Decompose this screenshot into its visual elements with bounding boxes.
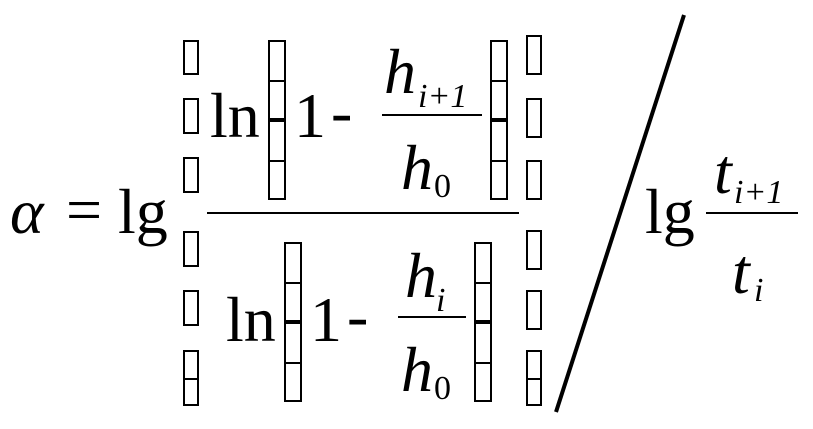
missing-glyph-box: [526, 230, 542, 270]
subscript-i-plus-1: i+1: [418, 78, 468, 115]
one-digit: 1: [310, 284, 342, 355]
ln-function: ln: [226, 284, 276, 355]
missing-glyph-box: [526, 290, 542, 330]
missing-glyph-box: [268, 120, 286, 200]
missing-glyph-box: [284, 242, 302, 322]
missing-glyph-box: [183, 98, 199, 134]
subscript-i: i: [754, 272, 764, 309]
subscript-i: i: [436, 282, 446, 319]
lg-function: lg: [118, 176, 168, 247]
minus-sign: -: [347, 280, 369, 351]
missing-glyph-box: [474, 242, 492, 322]
h-variable: h: [384, 36, 416, 107]
fraction-bar: [398, 316, 466, 318]
t-variable: t: [732, 236, 750, 307]
missing-glyph-box: [526, 35, 542, 75]
main-fraction-bar: [207, 212, 519, 214]
missing-glyph-box: [526, 350, 542, 406]
t-variable: t: [714, 136, 732, 207]
missing-glyph-box: [284, 322, 302, 402]
minus-sign: -: [331, 76, 353, 147]
equals-sign: =: [66, 174, 103, 245]
missing-glyph-box: [183, 350, 199, 406]
missing-glyph-box: [526, 160, 542, 200]
one-digit: 1: [294, 80, 326, 151]
missing-glyph-box: [183, 40, 199, 75]
missing-glyph-box: [183, 290, 199, 326]
fraction-bar: [706, 212, 798, 214]
missing-glyph-box: [526, 98, 542, 138]
missing-glyph-box: [268, 40, 286, 120]
missing-glyph-box: [490, 120, 508, 200]
fraction-bar: [382, 114, 482, 116]
missing-glyph-box: [490, 40, 508, 120]
h-variable: h: [405, 240, 437, 311]
missing-glyph-box: [474, 322, 492, 402]
missing-glyph-box: [183, 231, 199, 267]
subscript-0: 0: [434, 370, 451, 407]
h-variable: h: [401, 132, 433, 203]
subscript-i-plus-1: i+1: [734, 174, 784, 211]
lg-function: lg: [645, 176, 695, 247]
h-variable: h: [401, 334, 433, 405]
subscript-0: 0: [434, 168, 451, 205]
alpha-symbol: α: [10, 176, 44, 247]
missing-glyph-box: [183, 157, 199, 193]
ln-function: ln: [210, 80, 260, 151]
